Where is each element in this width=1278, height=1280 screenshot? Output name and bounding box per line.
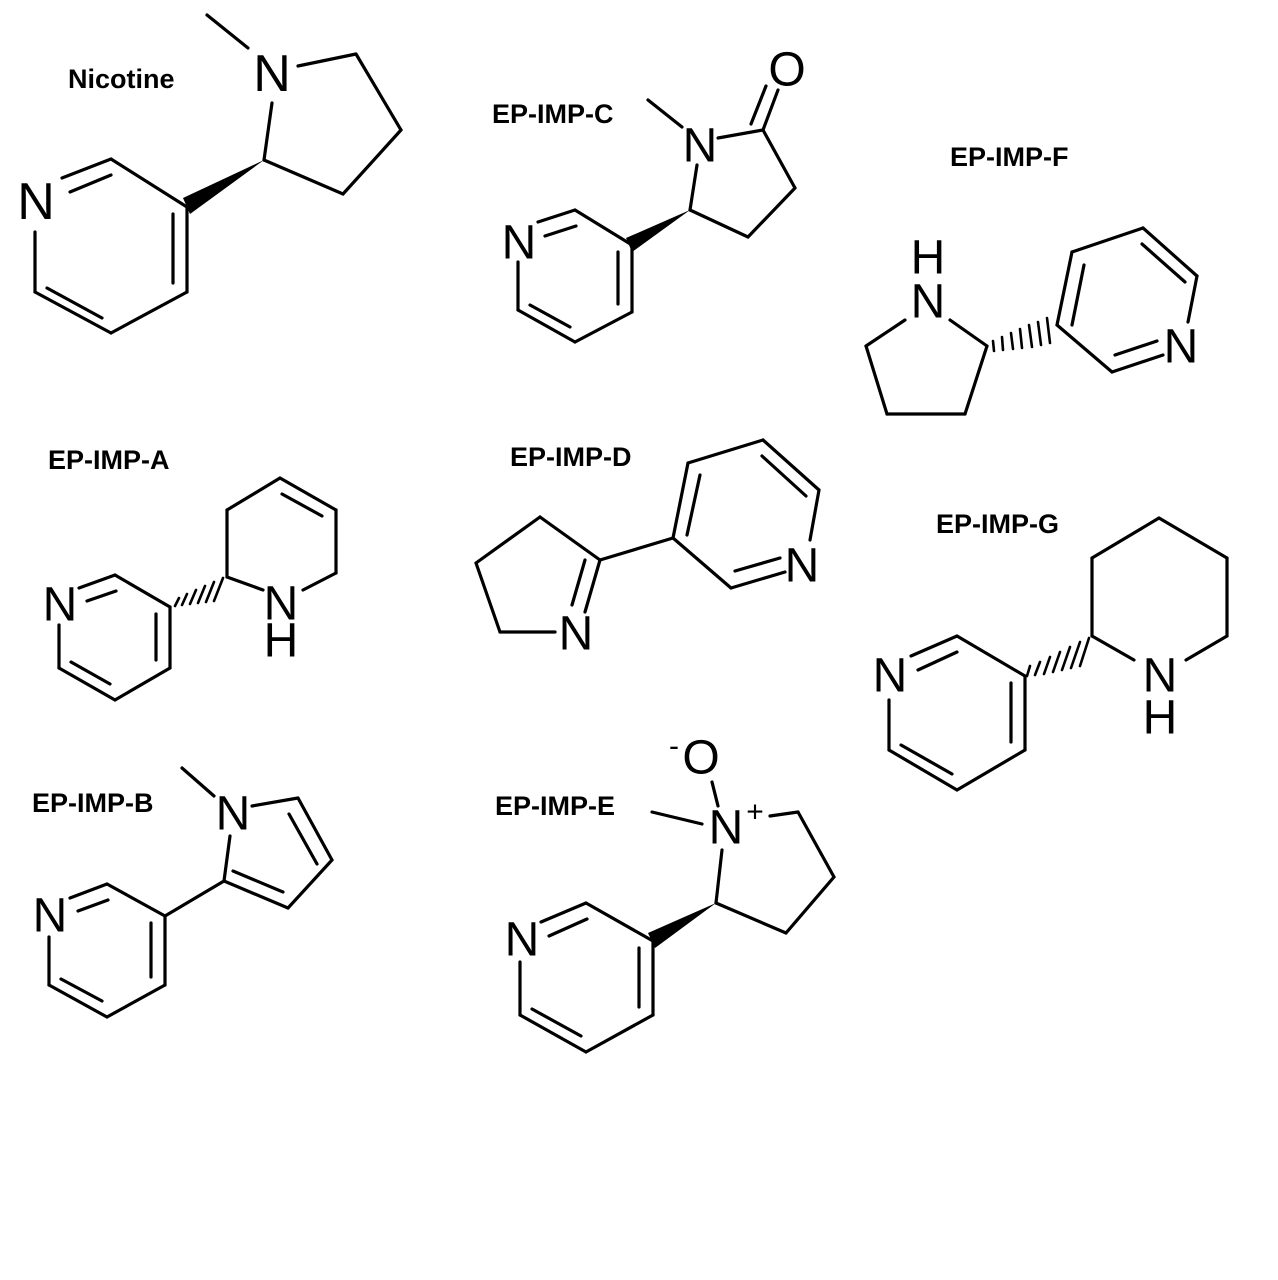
imp-f-label: EP-IMP-F	[950, 142, 1069, 172]
imp-a-atom-n-amine: N	[264, 578, 299, 631]
molecule-ep-imp-d: EP-IMP-D N N	[474, 438, 821, 661]
imp-g-hashed-bond	[1025, 636, 1091, 678]
imp-a-atom-n-pyridine: N	[43, 579, 78, 632]
imp-c-atom-n-lactam: N	[683, 120, 718, 173]
nicotine-label: Nicotine	[68, 64, 175, 94]
imp-d-atom-n-imine: N	[559, 608, 594, 661]
imp-d-atom-n-pyridine: N	[785, 540, 820, 593]
imp-f-hashed-bond	[991, 316, 1052, 353]
nicotine-atom-n-pyridine: N	[17, 173, 55, 231]
imp-e-label: EP-IMP-E	[495, 791, 615, 821]
imp-a-label: EP-IMP-A	[48, 445, 170, 475]
imp-f-atom-n-amine: N	[911, 276, 946, 329]
imp-c-label: EP-IMP-C	[492, 99, 614, 129]
imp-e-atom-o-oxide: O	[682, 732, 719, 785]
imp-f-atom-n-pyridine: N	[1164, 321, 1199, 374]
imp-g-atom-h: H	[1143, 692, 1178, 745]
molecule-ep-imp-e: EP-IMP-E - O N + N	[495, 730, 836, 1054]
imp-b-atom-n-pyridine: N	[33, 890, 68, 943]
imp-g-atom-n-amine: N	[1143, 650, 1178, 703]
imp-e-atom-n-pyridine: N	[505, 914, 540, 967]
imp-f-atom-h: H	[911, 232, 946, 285]
molecule-ep-imp-g: EP-IMP-G N N H	[873, 509, 1229, 792]
imp-e-atom-n-oxide: N	[709, 802, 744, 855]
imp-g-atom-n-pyridine: N	[873, 650, 908, 703]
imp-c-atom-n-pyridine: N	[502, 217, 537, 270]
molecule-ep-imp-f: EP-IMP-F H N N	[864, 142, 1199, 416]
molecule-nicotine: Nicotine N N	[17, 13, 403, 335]
nicotine-atom-n-pyrrolidine: N	[253, 45, 291, 103]
imp-b-atom-n-pyrrole: N	[216, 788, 251, 841]
imp-e-oxygen-charge: -	[669, 730, 679, 763]
molecule-ep-imp-b: EP-IMP-B N N	[32, 766, 334, 1019]
imp-a-hashed-bond	[173, 576, 225, 608]
imp-a-atom-h: H	[264, 615, 299, 668]
molecule-ep-imp-c: EP-IMP-C N O N	[492, 44, 806, 344]
imp-c-atom-o-carbonyl: O	[768, 44, 805, 97]
imp-d-label: EP-IMP-D	[510, 442, 632, 472]
imp-b-label: EP-IMP-B	[32, 788, 154, 818]
molecule-ep-imp-a: EP-IMP-A N N H	[43, 445, 338, 702]
imp-g-label: EP-IMP-G	[936, 509, 1059, 539]
imp-e-nitrogen-charge: +	[746, 796, 764, 829]
